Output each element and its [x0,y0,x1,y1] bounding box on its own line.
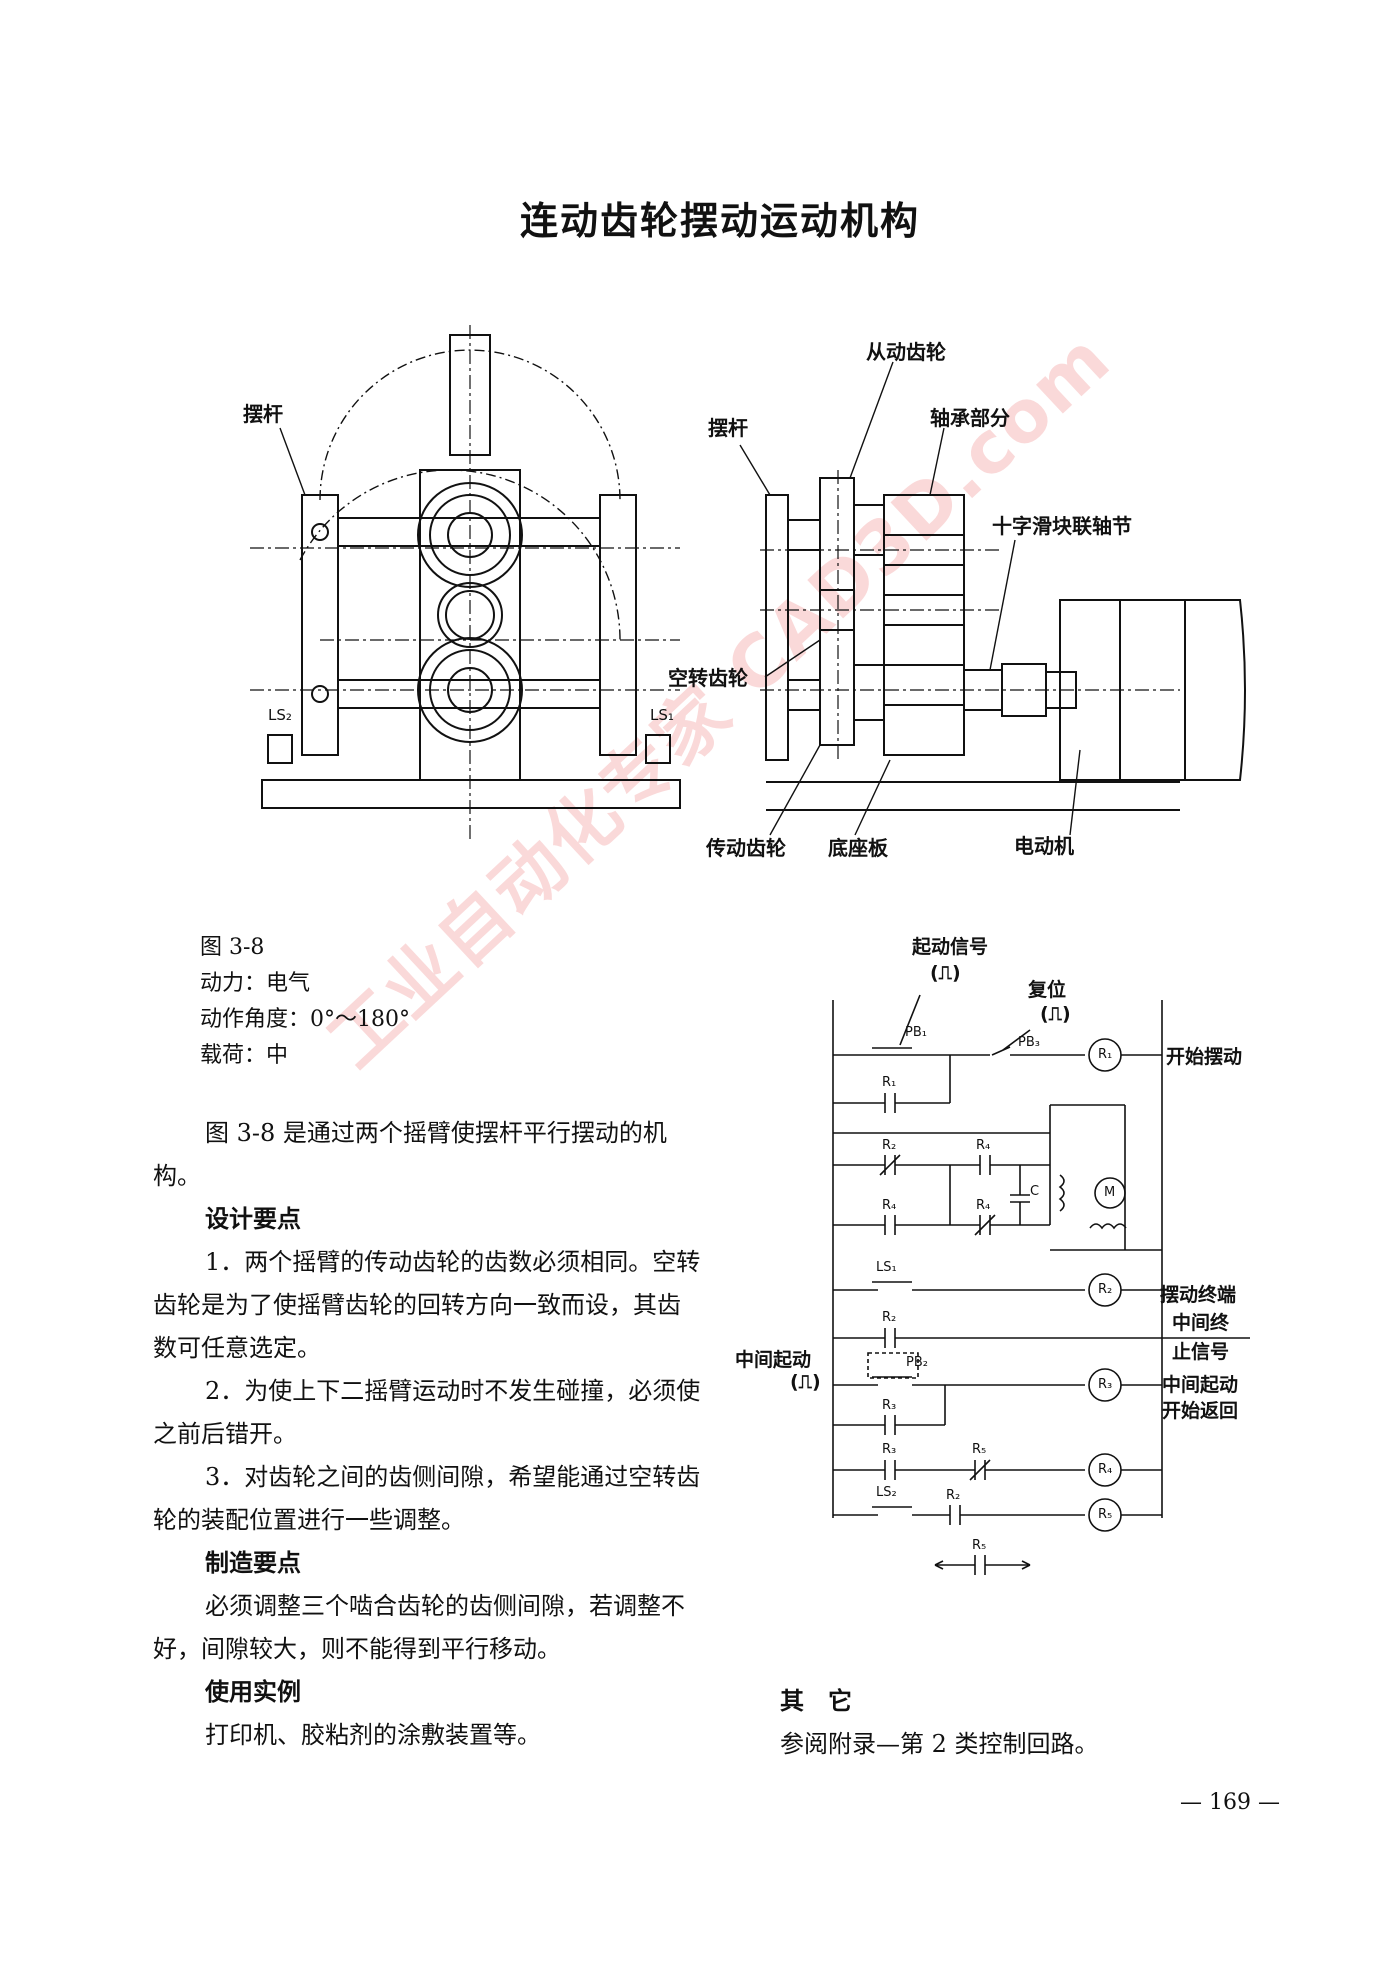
circuit-label-c: C [1030,1184,1040,1199]
circuit-label-stop-signal: 止信号 [1172,1341,1230,1363]
circuit-label-mid-end: 中间终 [1172,1312,1230,1334]
spec-power: 动力：电气 [200,971,311,996]
text-column: 图 3-8 是通过两个摇臂使摆杆平行摆动的机构。 设计要点 1．两个摇臂的传动齿… [153,1112,701,1757]
label-drive-gear: 传动齿轮 [706,836,786,860]
circuit-label-swing-end: 摆动终端 [1160,1284,1237,1306]
right-lever [599,494,637,756]
intro-paragraph: 图 3-8 是通过两个摇臂使摆杆平行摆动的机构。 [153,1119,667,1190]
circuit-label-pulse-1: (⎍) [930,962,961,984]
circuit-label-r5-coil: R₅ [1098,1507,1113,1522]
other-paragraph: 参阅附录—第 2 类控制回路。 [780,1730,1099,1758]
circuit-label-r3-b: R₃ [882,1442,897,1457]
circuit-label-r4-c: R₄ [976,1198,991,1213]
page-title: 连动齿轮摆动运动机构 [519,199,920,243]
left-lever [301,494,339,756]
ls1-switch [645,734,671,764]
circuit-label-start-return: 开始返回 [1162,1400,1239,1422]
circuit-label-r4-a: R₄ [976,1138,991,1153]
circuit-label-r3-coil: R₃ [1098,1377,1113,1392]
usage-heading: 使用实例 [205,1678,301,1706]
label-coupling: 十字滑块联轴节 [992,514,1132,538]
circuit-label-m: M [1104,1185,1116,1200]
circuit-label-pb3: PB₃ [1018,1035,1040,1050]
circuit-label-r4-coil: R₄ [1098,1462,1113,1477]
idler-gear-front [437,582,503,648]
circuit-label-pb1: PB₁ [905,1025,927,1040]
circuit-label-start-signal: 起动信号 [912,936,989,958]
spec-load: 载荷：中 [200,1043,289,1068]
spec-angle: 动作角度：0°～180° [200,1007,410,1032]
circuit-label-start-swing: 开始摆动 [1166,1046,1243,1068]
swing-arc-lower [299,469,621,641]
circuit-label-r2-a: R₂ [882,1138,897,1153]
other-heading: 其 它 [780,1687,852,1715]
circuit-label-pulse-2: (⎍) [1040,1003,1071,1025]
label-motor: 电动机 [1014,834,1074,858]
label-driven-gear: 从动齿轮 [866,340,946,364]
motor [1059,599,1186,781]
label-right-lever: 摆杆 [708,416,748,440]
design-point-2: 2．为使上下二摇臂运动时不发生碰撞，必须使之前后错开。 [153,1377,701,1448]
circuit-label-ls2: LS₂ [876,1485,897,1500]
mfg-paragraph: 必须调整三个啮合齿轮的齿侧间隙，若调整不好，间隙较大，则不能得到平行移动。 [153,1592,685,1663]
circuit-label-r2-b: R₂ [946,1488,961,1503]
left-base [261,779,681,809]
circuit-label-r1-coil: R₁ [1098,1047,1113,1062]
circuit-label-r3-contact: R₃ [882,1398,897,1413]
circuit-label-mid-start: 中间起动 [735,1349,812,1371]
circuit-label-r1-contact: R₁ [882,1075,897,1090]
circuit-label-r2-contact: R₂ [882,1310,897,1325]
design-point-1: 1．两个摇臂的传动齿轮的齿数必须相同。空转齿轮是为了使摇臂齿轮的回转方向一致而设… [153,1248,701,1362]
design-point-3: 3．对齿轮之间的齿侧间隙，希望能通过空转齿轮的装配位置进行一些调整。 [153,1463,701,1534]
ls2-switch [267,734,293,764]
circuit-label-pulse-3: (⎍) [790,1371,821,1393]
label-left-lever: 摆杆 [243,402,283,426]
side-lever [765,494,789,761]
label-base-plate: 底座板 [828,836,888,860]
specs-block: 图 3-8 动力：电气 动作角度：0°～180° 载荷：中 [200,930,410,1074]
circuit-label-pb2: PB₂ [906,1355,928,1370]
circuit-label-reset: 复位 [1028,979,1067,1001]
page-number: — 169 — [1180,1790,1280,1815]
label-bearing: 轴承部分 [930,406,1010,430]
drive-gear-side [819,629,855,746]
label-ls1: LS₁ [650,706,674,724]
circuit-label-ls1: LS₁ [876,1260,897,1275]
figure-number: 图 3-8 [200,935,265,960]
circuit-label-r2-coil: R₂ [1098,1282,1113,1297]
design-heading: 设计要点 [205,1205,301,1233]
mfg-heading: 制造要点 [205,1549,301,1577]
circuit-label-r5-b: R₅ [972,1538,987,1553]
circuit-label-r4-b: R₄ [882,1198,897,1213]
driven-gear-side [819,477,855,591]
label-idler-gear: 空转齿轮 [668,666,748,690]
circuit-label-r5-a: R₅ [972,1442,987,1457]
circuit-label-mid-start-right: 中间起动 [1162,1374,1239,1396]
driven-gear-front [417,482,523,588]
control-circuit [832,994,1250,1575]
label-ls2: LS₂ [268,706,292,724]
usage-paragraph: 打印机、胶粘剂的涂敷装置等。 [205,1721,541,1749]
